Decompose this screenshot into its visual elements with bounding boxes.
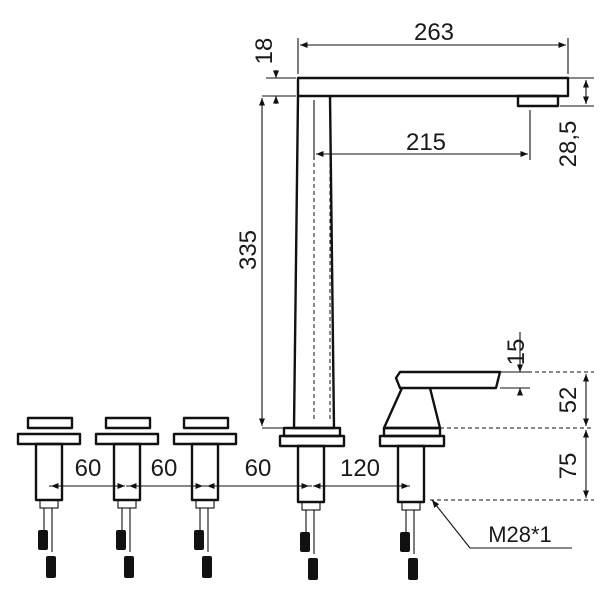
base-1 [16, 416, 82, 578]
dim-spacing-3: 60 [245, 455, 272, 482]
dimension-labels: 263 18 215 28,5 335 15 52 75 60 60 60 12… [75, 19, 582, 547]
base-4 [278, 426, 346, 580]
dim-spacing-1: 60 [75, 455, 102, 482]
base-5 [378, 426, 446, 580]
dim-spout-thickness: 18 [251, 38, 278, 65]
dim-spacing-2: 60 [151, 455, 178, 482]
thread-note: M28*1 [488, 522, 552, 547]
dim-mixer-height: 52 [555, 387, 582, 414]
dim-spout-height: 335 [235, 230, 262, 270]
base-2 [94, 416, 160, 578]
base-3 [172, 416, 238, 578]
dim-spout-reach: 263 [414, 19, 454, 46]
deck-bases [16, 416, 446, 580]
dim-outlet-height: 28,5 [555, 121, 582, 168]
dim-spout-offset: 215 [406, 129, 446, 156]
dim-shank-length: 75 [555, 453, 582, 480]
dim-lever-thickness: 15 [503, 339, 530, 366]
dimension-lines [49, 38, 594, 549]
dim-spacing-4: 120 [340, 455, 380, 482]
mixer-lever [382, 370, 502, 430]
